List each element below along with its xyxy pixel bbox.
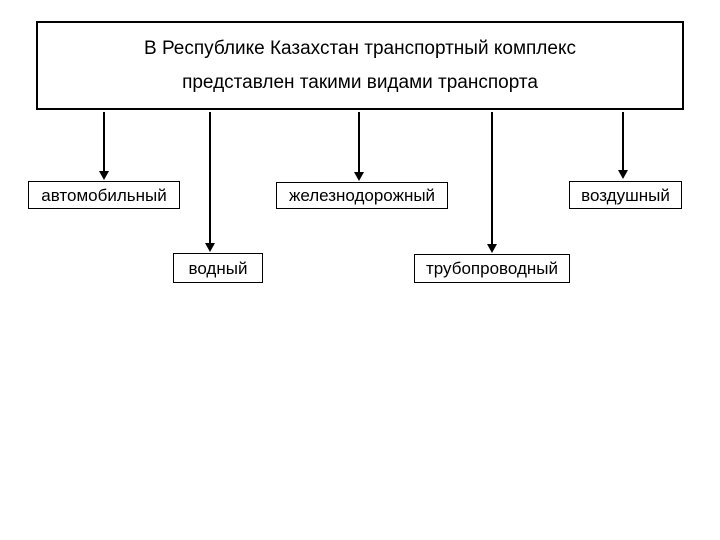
connector-arrow-railway — [358, 112, 360, 172]
root-statement-box: В Республике Казахстан транспортный комп… — [36, 21, 684, 110]
node-water: водный — [173, 253, 263, 283]
node-railway-label: железнодорожный — [288, 186, 436, 205]
connector-arrow-air — [622, 112, 624, 170]
connector-arrow-water — [209, 112, 211, 243]
connector-arrow-automobile — [103, 112, 105, 171]
node-automobile: автомобильный — [28, 181, 180, 209]
root-statement-line-2: представлен такими видами транспорта — [182, 72, 538, 94]
node-pipeline: трубопроводный — [414, 254, 570, 283]
node-pipeline-label: трубопроводный — [426, 259, 558, 278]
node-automobile-label: автомобильный — [41, 185, 167, 205]
node-water-label: водный — [188, 258, 248, 278]
node-air-label: воздушный — [581, 185, 670, 205]
root-statement-line-1: В Республике Казахстан транспортный комп… — [144, 37, 576, 59]
node-railway: железнодорожный — [276, 182, 448, 209]
node-air: воздушный — [569, 181, 682, 209]
connector-arrow-pipeline — [491, 112, 493, 244]
